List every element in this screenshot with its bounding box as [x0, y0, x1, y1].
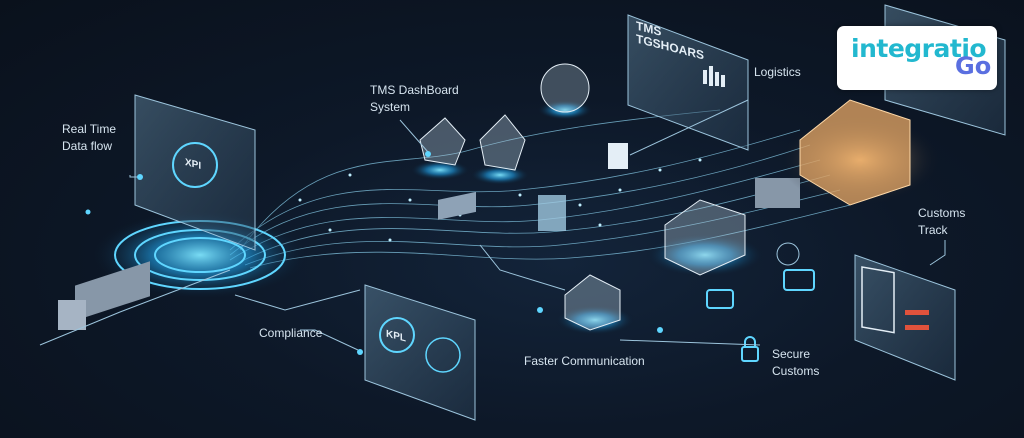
customs-track-panel [854, 254, 956, 381]
lock-icon [741, 336, 759, 362]
label-secure-customs: Secure Customs [772, 347, 820, 378]
face-scan-icon [776, 242, 800, 266]
chat-icon-right [783, 269, 815, 291]
polyhedron-3 [664, 199, 746, 276]
truck-left [58, 261, 150, 330]
document-icon [608, 143, 628, 169]
logo-word-integratio: integratio [851, 34, 987, 63]
connector-dots [85, 151, 663, 355]
connector-lines [129, 99, 946, 351]
chat-icon-left [706, 289, 734, 309]
label-logistics: Logistics [754, 65, 801, 79]
label-compliance: Compliance [259, 326, 323, 340]
label-realtime-data-flow: Real Time Data flow [62, 122, 117, 153]
label-faster-communication: Faster Communication [524, 354, 645, 368]
polyhedron-1 [419, 117, 466, 166]
polyhedron-2 [479, 114, 526, 171]
integrationgo-logo[interactable]: integratio Go [837, 26, 997, 90]
tms-dashboard-panel [627, 14, 749, 151]
logo-word-go: Go [955, 52, 992, 80]
label-customs-track: Customs Track [918, 206, 966, 237]
cargo-container [538, 195, 566, 231]
realtime-dashboard-panel [134, 94, 256, 251]
compliance-panel [364, 284, 476, 421]
globe-icon [540, 63, 590, 113]
label-tms-dashboard: TMS DashBoard System [370, 83, 459, 114]
truck-center [438, 191, 476, 220]
polyhedron-4 [564, 274, 621, 331]
warehouse-icon [799, 99, 911, 206]
